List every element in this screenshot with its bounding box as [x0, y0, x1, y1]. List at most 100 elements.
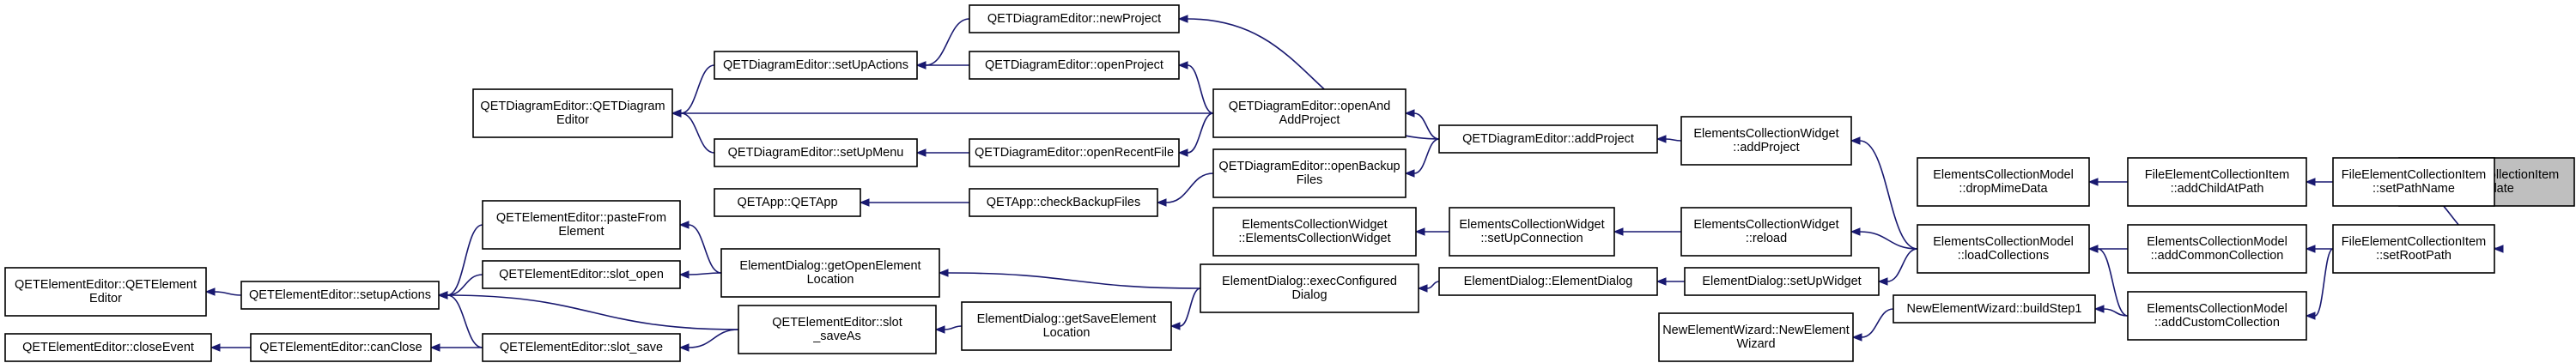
edge-setUpConnection-to-ecwReload: [1613, 227, 1681, 236]
node-box: [240, 281, 440, 310]
node-open-project[interactable]: QETDiagramEditor::openProject: [969, 51, 1180, 80]
edge-pasteFromElement-to-getOpenElementLocation: [678, 221, 722, 274]
node-set-up-connection[interactable]: ElementsCollectionWidget::setUpConnectio…: [1449, 207, 1615, 257]
edge-setupActions-to-pasteFromElement: [437, 224, 483, 299]
node-label: QETDiagramEditor::setUpActions: [723, 58, 908, 72]
node-add-common-collection[interactable]: ElementsCollectionModel::addCommonCollec…: [2127, 224, 2307, 274]
node-label: QETDiagramEditor::openBackup: [1218, 160, 1400, 173]
node-slot-open[interactable]: QETElementEditor::slot_open: [482, 260, 681, 289]
edge-getOpenElementLocation-to-execConfiguredDialog: [938, 269, 1201, 289]
node-box: [2127, 157, 2307, 207]
edge-ecwCtor-to-setUpConnection: [1414, 227, 1449, 236]
node-slot-save-as[interactable]: QETElementEditor::slot_saveAs: [738, 305, 937, 354]
node-box: [720, 248, 940, 298]
node-add-custom-collection[interactable]: ElementsCollectionModel::addCustomCollec…: [2127, 291, 2307, 341]
node-add-project[interactable]: QETDiagramEditor::addProject: [1438, 124, 1658, 154]
node-label: ElementDialog::ElementDialog: [1464, 275, 1633, 288]
node-qetapp-ctor[interactable]: QETApp::QETApp: [714, 188, 861, 217]
node-qee-ctor[interactable]: QETElementEditor::QETElementEditor: [4, 267, 207, 317]
node-load-collections[interactable]: ElementsCollectionModel::loadCollections: [1917, 224, 2090, 274]
node-ed-ctor[interactable]: ElementDialog::ElementDialog: [1438, 267, 1658, 296]
node-label: QETElementEditor::setupActions: [249, 288, 431, 302]
node-new-project[interactable]: QETDiagramEditor::newProject: [969, 4, 1180, 33]
node-add-child-at-path[interactable]: FileElementCollectionItem::addChildAtPat…: [2127, 157, 2307, 207]
node-close-event[interactable]: QETElementEditor::closeEvent: [4, 333, 212, 362]
node-ecw-add-project[interactable]: ElementsCollectionWidget::addProject: [1680, 116, 1852, 166]
node-set-path-name[interactable]: FileElementCollectionItem::setPathName: [2332, 157, 2495, 207]
edge-ecwReload-to-loadCollections: [1850, 227, 1918, 250]
node-label: QETElementEditor::slot: [772, 316, 902, 330]
node-label: QETDiagramEditor::newProject: [987, 12, 1161, 26]
node-label: QETApp::QETApp: [737, 196, 837, 209]
node-label: QETElementEditor::slot_save: [500, 341, 663, 354]
edge-openAndAddProject-to-addProject: [1404, 109, 1440, 140]
node-set-up-actions[interactable]: QETDiagramEditor::setUpActions: [714, 51, 918, 80]
node-label: NewElementWizard::buildStep1: [1907, 302, 2082, 316]
edge-getSaveElementLocation-to-execConfiguredDialog: [1170, 287, 1201, 330]
node-qde-ctor[interactable]: QETDiagramEditor::QETDiagramEditor: [472, 88, 673, 138]
node-set-up-menu[interactable]: QETDiagramEditor::setUpMenu: [714, 138, 918, 167]
node-box: [4, 333, 212, 362]
node-set-root-path[interactable]: FileElementCollectionItem::setRootPath: [2332, 224, 2495, 274]
node-label: ElementDialog::setUpWidget: [1702, 275, 1861, 288]
node-open-recent-file[interactable]: QETDiagramEditor::openRecentFile: [969, 138, 1180, 167]
edge-slotSaveAs-to-getSaveElementLocation: [934, 325, 963, 334]
node-label: QETDiagramEditor::openRecentFile: [975, 146, 1174, 160]
node-box: [1680, 207, 1852, 257]
edge-setUpWidget-to-loadCollections: [1877, 248, 1918, 286]
node-box: [482, 333, 681, 362]
node-label: ::addProject: [1733, 141, 1799, 154]
node-label: ElementsCollectionModel: [1933, 235, 2074, 249]
node-label: ::setUpConnection: [1480, 232, 1583, 245]
node-label: AddProject: [1279, 113, 1340, 127]
edge-qdeCtor-to-openAndAddProject: [671, 109, 1213, 118]
node-label: Editor: [556, 113, 589, 127]
node-box: [969, 138, 1180, 167]
node-label: Wizard: [1736, 337, 1775, 351]
node-set-up-widget[interactable]: ElementDialog::setUpWidget: [1684, 267, 1880, 296]
edge-edCtor-to-setUpWidget: [1656, 277, 1685, 286]
node-box: [1212, 207, 1417, 257]
node-box: [1917, 157, 2090, 207]
edge-qetappCtor-to-checkBackupFiles: [859, 198, 969, 207]
node-box: [4, 267, 207, 317]
node-ecw-reload[interactable]: ElementsCollectionWidget::reload: [1680, 207, 1852, 257]
node-label: Location: [1043, 326, 1091, 340]
node-label: FileElementCollectionItem: [2342, 168, 2486, 182]
node-label: Files: [1297, 173, 1323, 187]
node-label: QETElementEditor::slot_open: [499, 268, 664, 281]
node-new-element-wizard[interactable]: NewElementWizard::NewElementWizard: [1658, 312, 1854, 362]
node-label: QETElementEditor::closeEvent: [22, 341, 194, 354]
node-label: ::addCustomCollection: [2154, 316, 2280, 330]
edge-setUpMenu-to-openRecentFile: [915, 148, 969, 157]
edge-addCommonCollection-to-setRootPath: [2305, 245, 2333, 253]
node-label: Location: [807, 273, 854, 287]
node-ecw-ctor[interactable]: ElementsCollectionWidget::ElementsCollec…: [1212, 207, 1417, 257]
edge-openProject-to-openAndAddProject: [1177, 61, 1214, 114]
node-label: QETElementEditor::QETElement: [15, 278, 197, 292]
edge-checkBackupFiles-to-openBackupFiles: [1156, 172, 1214, 207]
node-can-close[interactable]: QETElementEditor::canClose: [250, 333, 432, 362]
edge-setUpActions-to-openProject: [915, 61, 970, 70]
node-build-step1[interactable]: NewElementWizard::buildStep1: [1893, 294, 2096, 324]
edge-qeeCtor-to-setupActions: [204, 287, 242, 296]
node-check-backup-files[interactable]: QETApp::checkBackupFiles: [969, 188, 1158, 217]
node-box: [2127, 291, 2307, 341]
node-slot-save[interactable]: QETElementEditor::slot_save: [482, 333, 681, 362]
edge-addProject-to-ecwAddProject: [1656, 135, 1682, 143]
edges-layer: [204, 15, 2504, 352]
node-label: ElementsCollectionWidget: [1242, 218, 1387, 232]
node-box: [969, 188, 1158, 217]
node-setup-actions[interactable]: QETElementEditor::setupActions: [240, 281, 440, 310]
node-drop-mime-data[interactable]: ElementsCollectionModel::dropMimeData: [1917, 157, 2090, 207]
edge-execConfiguredDialog-to-edCtor: [1417, 281, 1440, 293]
edge-setUpActions-to-newProject: [915, 18, 970, 70]
node-label: NewElementWizard::NewElement: [1662, 324, 1850, 337]
node-label: ElementDialog::execConfigured: [1222, 275, 1397, 288]
